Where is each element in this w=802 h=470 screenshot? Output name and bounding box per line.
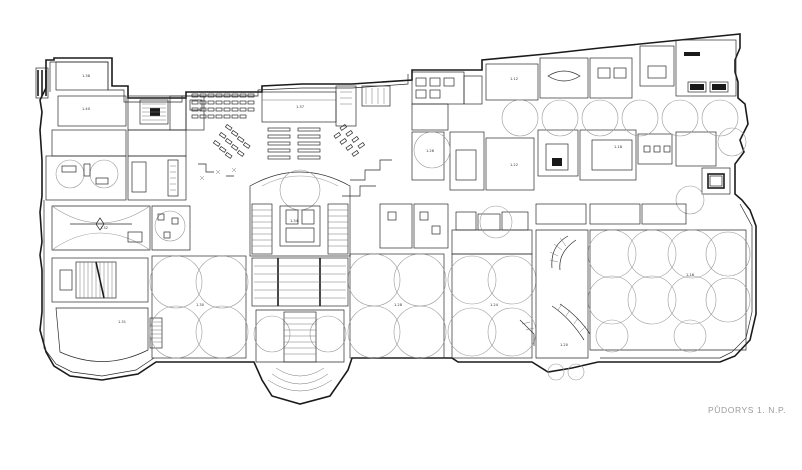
central-vaulted-halls [149, 211, 537, 359]
room-labels: 1.38 1.40 1.37 1.32 1.30 1.31 1.28 1.24 … [82, 74, 695, 347]
svg-text:1.26: 1.26 [426, 149, 435, 153]
svg-text:1.18: 1.18 [614, 145, 623, 149]
north-wing-rooms [35, 61, 205, 157]
central-staircase [249, 169, 351, 392]
svg-text:1.37: 1.37 [296, 105, 304, 109]
svg-text:1.12: 1.12 [510, 77, 518, 81]
svg-text:1.22: 1.22 [510, 163, 518, 167]
svg-text:1.31: 1.31 [118, 320, 126, 324]
svg-text:1.40: 1.40 [82, 107, 91, 111]
svg-text:1.30: 1.30 [196, 303, 205, 307]
svg-text:1.28: 1.28 [394, 303, 403, 307]
lecture-hall [191, 85, 392, 197]
east-hall [479, 203, 751, 381]
plan-caption: PŮDORYS 1. N.P. [708, 405, 787, 415]
building-outline [39, 33, 757, 405]
svg-text:1.38: 1.38 [82, 74, 91, 78]
svg-text:1.16: 1.16 [686, 273, 695, 277]
svg-text:1.24: 1.24 [490, 303, 499, 307]
svg-text:1.34: 1.34 [290, 219, 299, 223]
east-central-offices [379, 39, 747, 249]
svg-text:1.32: 1.32 [100, 226, 108, 230]
west-wing-rooms [45, 155, 191, 362]
svg-text:1.20: 1.20 [560, 343, 569, 347]
